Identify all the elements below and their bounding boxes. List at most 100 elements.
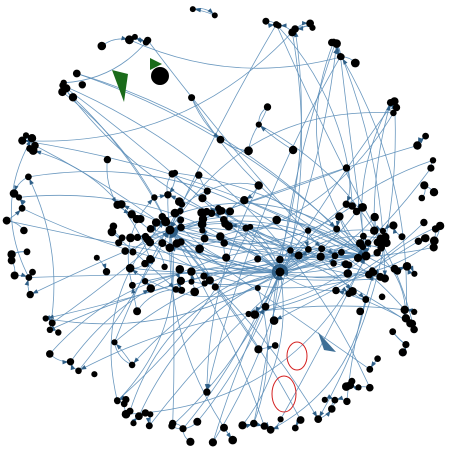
graph-node[interactable] [254, 181, 263, 190]
graph-node[interactable] [117, 200, 126, 209]
graph-node[interactable] [276, 255, 284, 264]
graph-node[interactable] [91, 371, 98, 378]
graph-node[interactable] [18, 136, 27, 145]
graph-node[interactable] [48, 319, 56, 327]
graph-node[interactable] [72, 69, 81, 78]
graph-node[interactable] [176, 207, 184, 215]
graph-node[interactable] [7, 256, 16, 265]
graph-node[interactable] [2, 216, 11, 225]
graph-node[interactable] [266, 425, 275, 434]
graph-node[interactable] [151, 194, 158, 201]
graph-node[interactable] [341, 260, 350, 269]
graph-node[interactable] [168, 422, 176, 430]
graph-node[interactable] [342, 382, 351, 391]
graph-node[interactable] [429, 236, 439, 246]
graph-node[interactable] [146, 225, 155, 233]
graph-node[interactable] [126, 233, 135, 243]
graph-node[interactable] [177, 223, 185, 232]
graph-node[interactable] [331, 396, 339, 404]
graph-node[interactable] [142, 39, 150, 46]
graph-node[interactable] [195, 244, 205, 254]
graph-node[interactable] [124, 35, 134, 45]
graph-node[interactable] [390, 264, 399, 273]
graph-node[interactable] [370, 269, 378, 276]
graph-node[interactable] [179, 425, 187, 433]
graph-node[interactable] [422, 132, 429, 140]
graph-node[interactable] [255, 121, 262, 128]
graph-node[interactable] [121, 247, 129, 255]
graph-node[interactable] [46, 350, 54, 358]
graph-node[interactable] [164, 191, 172, 199]
graph-node[interactable] [238, 421, 247, 430]
graph-node[interactable] [18, 204, 26, 212]
graph-node[interactable] [23, 248, 31, 256]
graph-node[interactable] [390, 97, 399, 106]
graph-node[interactable] [356, 307, 365, 316]
graph-node[interactable] [113, 397, 121, 404]
graph-node[interactable] [254, 285, 261, 291]
graph-node[interactable] [427, 164, 435, 172]
graph-node[interactable] [224, 222, 233, 231]
graph-node[interactable] [133, 307, 142, 316]
graph-node[interactable] [262, 17, 270, 25]
graph-node[interactable] [343, 269, 353, 278]
graph-node[interactable] [263, 103, 272, 111]
graph-node[interactable] [129, 248, 137, 256]
graph-node[interactable] [55, 329, 62, 336]
graph-node[interactable] [379, 227, 386, 235]
hub-node[interactable] [361, 251, 371, 261]
graph-node[interactable] [348, 287, 357, 296]
graph-node[interactable] [353, 253, 363, 263]
graph-node[interactable] [211, 12, 218, 19]
graph-node[interactable] [93, 254, 100, 261]
graph-node[interactable] [141, 409, 150, 417]
graph-node[interactable] [260, 422, 268, 430]
graph-node[interactable] [178, 286, 186, 294]
graph-node[interactable] [355, 384, 362, 391]
graph-node[interactable] [195, 171, 203, 179]
graph-node[interactable] [146, 284, 155, 293]
graph-node[interactable] [250, 310, 260, 319]
graph-node[interactable] [151, 218, 161, 227]
graph-node[interactable] [175, 265, 185, 274]
graph-node[interactable] [314, 415, 323, 423]
graph-node[interactable] [25, 173, 32, 181]
graph-node[interactable] [26, 290, 34, 299]
graph-node[interactable] [398, 348, 407, 357]
graph-node[interactable] [418, 194, 426, 202]
graph-node[interactable] [331, 252, 339, 260]
graph-node[interactable] [333, 225, 341, 233]
graph-node[interactable] [421, 234, 428, 242]
graph-node[interactable] [336, 53, 345, 61]
graph-node[interactable] [414, 237, 423, 245]
graph-node[interactable] [370, 226, 379, 235]
graph-node[interactable] [269, 316, 279, 325]
graph-node[interactable] [141, 278, 149, 285]
graph-node[interactable] [188, 278, 195, 285]
hub-node[interactable] [275, 267, 285, 277]
graph-node[interactable] [158, 239, 167, 248]
graph-node[interactable] [109, 222, 118, 231]
graph-node[interactable] [146, 255, 155, 264]
graph-node[interactable] [400, 305, 409, 314]
graph-node[interactable] [201, 280, 208, 287]
graph-node[interactable] [68, 93, 78, 102]
graph-node[interactable] [103, 155, 112, 164]
graph-node[interactable] [172, 286, 180, 293]
graph-node[interactable] [25, 274, 33, 281]
graph-node[interactable] [220, 239, 228, 247]
graph-node[interactable] [141, 232, 150, 241]
graph-node[interactable] [177, 216, 185, 224]
graph-node[interactable] [240, 196, 249, 205]
graph-node[interactable] [366, 365, 374, 373]
graph-node[interactable] [189, 6, 196, 13]
graph-node[interactable] [406, 319, 415, 328]
graph-node[interactable] [177, 238, 185, 246]
graph-node[interactable] [7, 250, 16, 259]
graph-node[interactable] [199, 227, 206, 234]
graph-node[interactable] [22, 132, 30, 139]
graph-node[interactable] [247, 223, 254, 230]
graph-node[interactable] [220, 423, 228, 432]
graph-node[interactable] [161, 263, 168, 270]
graph-node[interactable] [254, 345, 263, 354]
